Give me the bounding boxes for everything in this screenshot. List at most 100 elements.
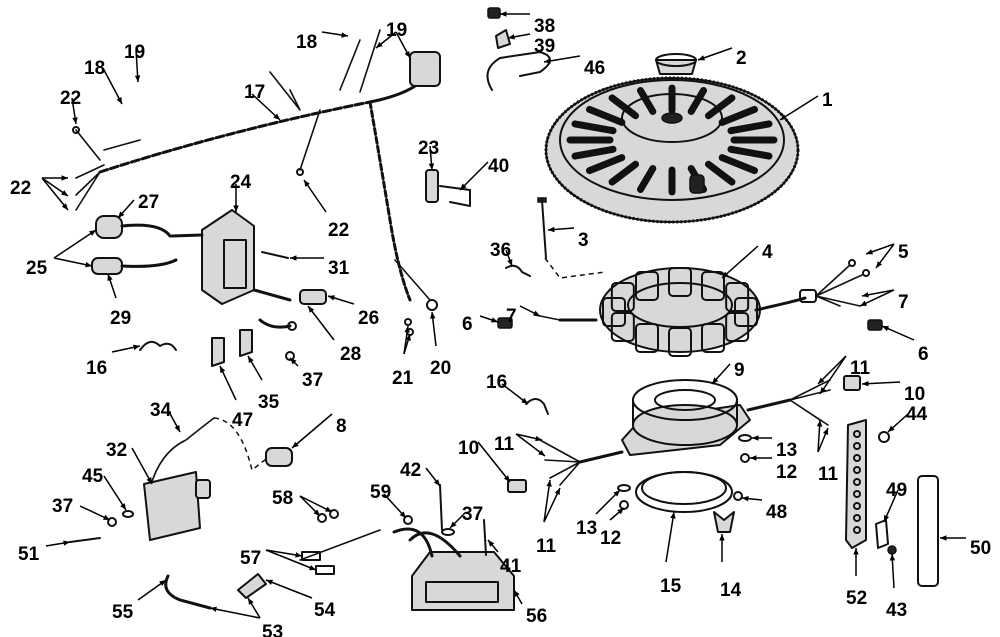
screw-43 bbox=[887, 545, 897, 555]
coil-bolt bbox=[261, 251, 289, 259]
callout-11a: 11 bbox=[850, 358, 871, 379]
leader-arrow-1 bbox=[780, 114, 787, 120]
cover-plate bbox=[917, 475, 939, 587]
callout-6a: 6 bbox=[462, 314, 473, 335]
leader-arrow-24 bbox=[233, 205, 239, 212]
callout-37c: 37 bbox=[462, 504, 483, 525]
callout-51: 51 bbox=[18, 544, 40, 565]
leader-arrow-2 bbox=[698, 55, 705, 61]
callout-16a: 16 bbox=[86, 358, 107, 379]
callout-55: 55 bbox=[112, 602, 134, 623]
leader-arrow-26 bbox=[328, 295, 335, 301]
spark-plug-boot-upper bbox=[95, 215, 172, 239]
leader-arrow-19a bbox=[376, 41, 383, 48]
callout-41: 41 bbox=[500, 556, 522, 577]
flywheel-nut bbox=[655, 53, 697, 75]
callout-50: 50 bbox=[970, 538, 991, 559]
leader-arrow-58 bbox=[313, 509, 320, 516]
leader-arrow-22a bbox=[72, 117, 78, 124]
ignition-coil bbox=[170, 209, 292, 305]
callout-21: 21 bbox=[392, 368, 414, 389]
leader-arrow-21 bbox=[404, 326, 410, 333]
leader-4 bbox=[721, 245, 759, 279]
leader-arrow-9 bbox=[712, 377, 719, 384]
connector-8 bbox=[265, 447, 293, 467]
leader-arrow-46 bbox=[544, 58, 551, 64]
terminal-connector-left bbox=[497, 317, 513, 329]
leader-25 bbox=[53, 257, 93, 267]
leader-lines bbox=[41, 11, 966, 619]
clip-16-middle bbox=[525, 398, 549, 415]
callout-18b: 18 bbox=[84, 58, 105, 79]
wire-harness bbox=[72, 29, 441, 336]
leader-arrow-31 bbox=[290, 255, 297, 261]
callout-9: 9 bbox=[734, 360, 745, 381]
leader-arrow-11b bbox=[823, 428, 829, 435]
clip-39 bbox=[495, 29, 511, 49]
clip-36 bbox=[505, 264, 531, 277]
leader-arrow-41 bbox=[488, 540, 495, 547]
leader-arrow-59 bbox=[399, 511, 406, 518]
leader-arrow-11b bbox=[816, 420, 823, 427]
callout-53: 53 bbox=[262, 622, 283, 637]
callout-45: 45 bbox=[82, 466, 104, 487]
leader-arrow-22b bbox=[61, 190, 68, 196]
leader-53 bbox=[209, 607, 261, 619]
leader-arrow-36 bbox=[507, 259, 513, 266]
leader-arrow-11c bbox=[538, 449, 545, 456]
clip bbox=[875, 519, 889, 549]
callout-22c: 22 bbox=[328, 220, 349, 241]
leader-28 bbox=[307, 305, 335, 341]
callout-28: 28 bbox=[340, 344, 361, 365]
lead-34 bbox=[149, 417, 271, 489]
leader-arrow-40 bbox=[460, 183, 467, 190]
leader-arrow-38 bbox=[500, 11, 507, 17]
callout-23: 23 bbox=[418, 138, 439, 159]
leader-40 bbox=[459, 161, 489, 191]
leader-22c bbox=[303, 179, 327, 213]
screw-12-left bbox=[619, 500, 629, 510]
leader-arrow-6a bbox=[491, 317, 498, 323]
leader-arrow-47 bbox=[220, 366, 226, 373]
leader-arrow-14 bbox=[719, 534, 725, 541]
leader-arrow-55 bbox=[159, 580, 166, 586]
leader-arrow-11d bbox=[546, 480, 552, 487]
callout-43: 43 bbox=[886, 600, 907, 621]
callout-3: 3 bbox=[578, 230, 589, 251]
leader-arrow-5 bbox=[876, 261, 883, 268]
callout-11b: 11 bbox=[818, 464, 839, 485]
leader-arrow-18a bbox=[341, 32, 348, 38]
leader-11d bbox=[543, 479, 551, 523]
callout-27: 27 bbox=[138, 192, 159, 213]
callout-52: 52 bbox=[846, 588, 867, 609]
callout-39: 39 bbox=[534, 36, 555, 57]
leader-arrow-35 bbox=[248, 356, 254, 363]
callout-57: 57 bbox=[240, 548, 261, 569]
leader-arrow-11d bbox=[554, 488, 560, 495]
callout-5: 5 bbox=[898, 242, 909, 263]
leader-32 bbox=[131, 447, 153, 485]
callout-40: 40 bbox=[488, 156, 509, 177]
callout-13a: 13 bbox=[776, 440, 797, 461]
leader-arrow-13b bbox=[613, 490, 620, 497]
callout-13b: 13 bbox=[576, 518, 597, 539]
leader-45 bbox=[103, 475, 127, 511]
leader-arrow-7b bbox=[860, 300, 867, 306]
lead-23 bbox=[425, 169, 439, 203]
leader-arrow-27 bbox=[118, 211, 125, 218]
callout-37a: 37 bbox=[302, 370, 323, 391]
leader-arrow-22b bbox=[61, 175, 68, 181]
leader-1 bbox=[779, 95, 819, 121]
leader-arrow-56 bbox=[514, 590, 520, 597]
callout-12a: 12 bbox=[776, 462, 797, 483]
nut-37-top bbox=[285, 351, 295, 361]
leader-arrow-25 bbox=[85, 262, 92, 268]
leader-arrow-43 bbox=[889, 554, 896, 561]
leader-57 bbox=[265, 549, 317, 571]
callout-29: 29 bbox=[110, 308, 131, 329]
callout-11c: 11 bbox=[494, 434, 515, 455]
callout-48: 48 bbox=[766, 502, 787, 523]
leader-arrow-45 bbox=[120, 503, 126, 510]
screw-38 bbox=[487, 7, 501, 19]
leader-arrow-51 bbox=[63, 540, 70, 546]
